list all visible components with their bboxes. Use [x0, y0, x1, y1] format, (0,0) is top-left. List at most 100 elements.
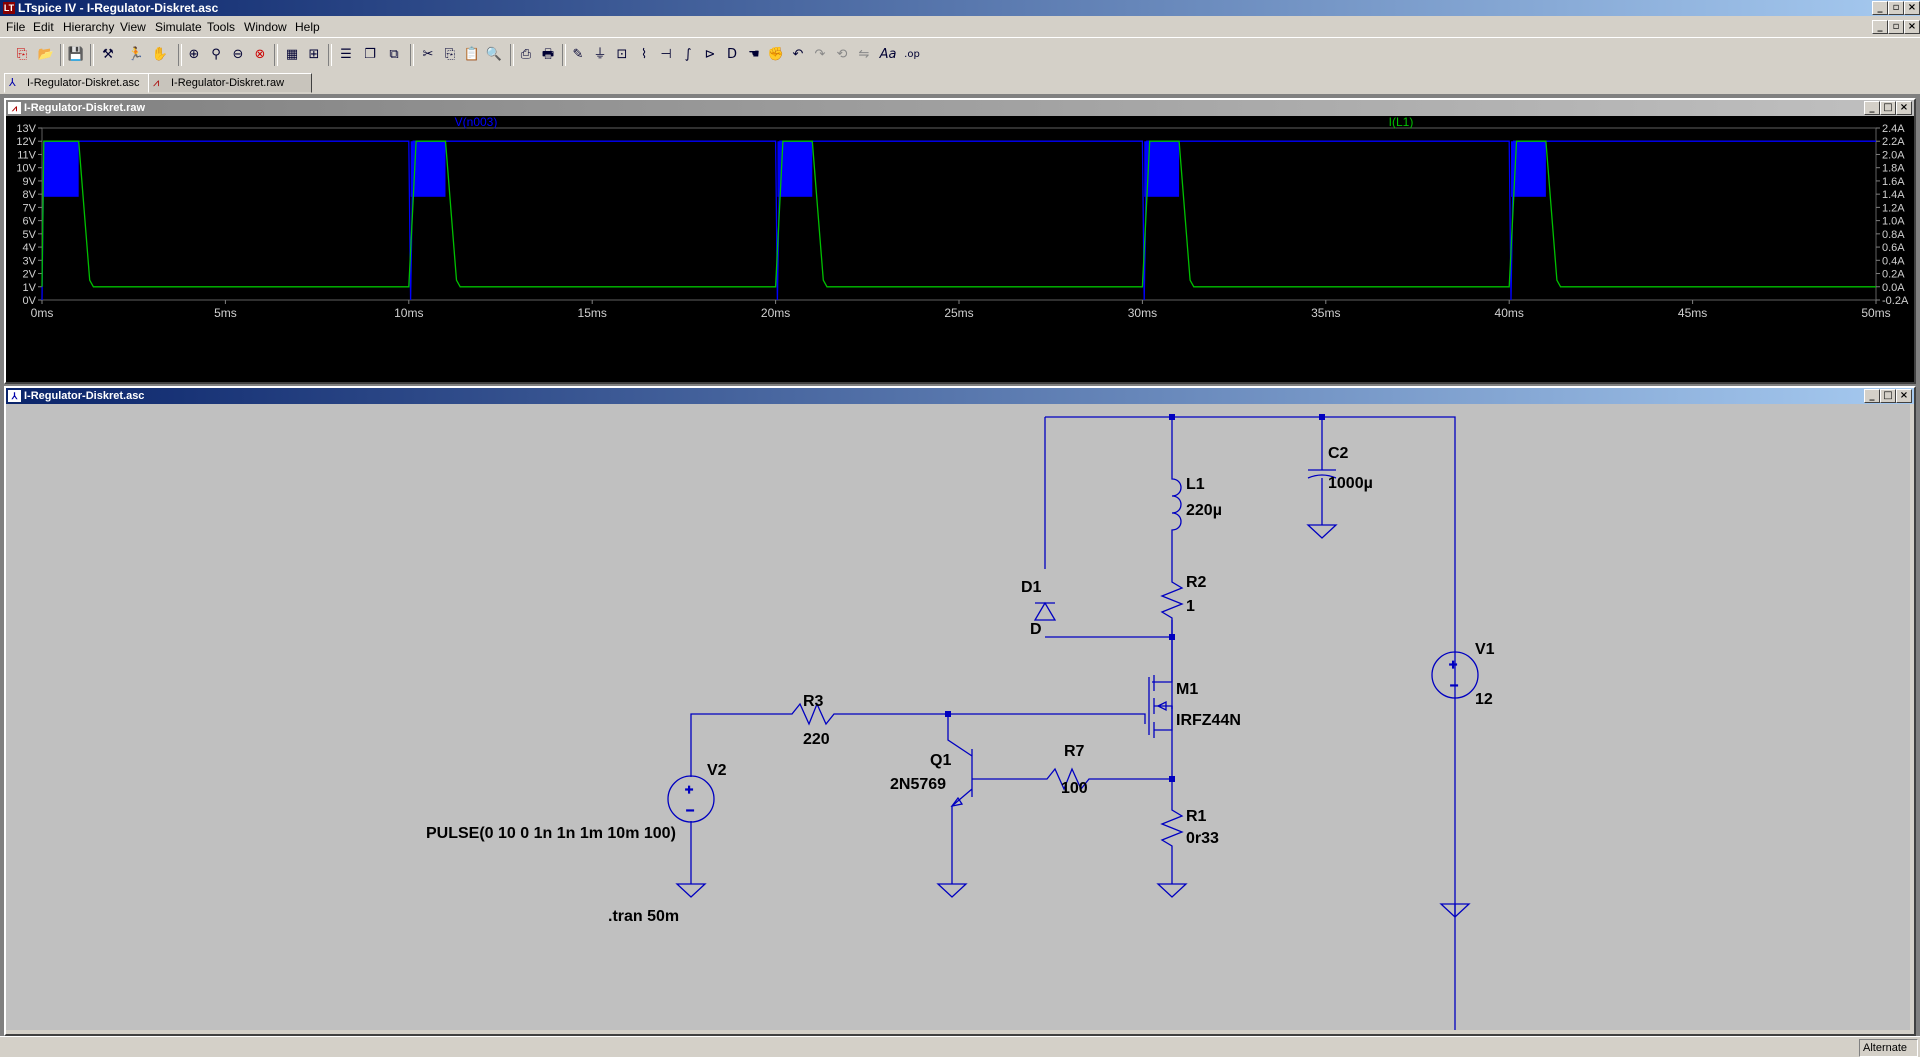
paste-icon[interactable]: 📋 — [463, 47, 481, 62]
resistor-r1[interactable] — [1160, 795, 1184, 884]
restore-button[interactable]: ▫ — [1888, 1, 1904, 15]
wire-top-rail[interactable] — [1045, 416, 1456, 1030]
minimize-button[interactable]: _ — [1872, 1, 1888, 15]
zoom-out-icon[interactable]: ⊖ — [232, 47, 244, 62]
v1-name-label[interactable]: V1 — [1475, 641, 1495, 658]
menu-simulate[interactable]: Simulate — [155, 20, 202, 34]
label-net-icon[interactable]: ⊡ — [616, 47, 628, 62]
mdi-restore-button[interactable]: ▫ — [1888, 20, 1904, 34]
tile-horizontal-icon[interactable]: ☰ — [340, 47, 352, 62]
zoom-fit-icon[interactable]: ⊗ — [254, 47, 266, 62]
run-icon[interactable]: 🏃 — [127, 47, 145, 62]
v1-value-label[interactable]: 12 — [1475, 691, 1493, 708]
diode-icon[interactable]: ⊳ — [704, 47, 716, 62]
menu-window[interactable]: Window — [244, 20, 287, 34]
r3-name-label[interactable]: R3 — [803, 693, 824, 710]
zoom-in-icon[interactable]: ⊕ — [188, 47, 200, 62]
capacitor-c2[interactable] — [1307, 417, 1337, 525]
component-icon[interactable]: D — [726, 47, 737, 62]
r2-value-label[interactable]: 1 — [1186, 598, 1195, 615]
cut-icon[interactable]: ✂ — [422, 47, 434, 62]
m1-name-label[interactable]: M1 — [1176, 681, 1198, 698]
mirror-icon[interactable]: ⇋ — [858, 47, 870, 62]
l1-value-label[interactable]: 220µ — [1186, 502, 1222, 519]
d1-name-label[interactable]: D1 — [1021, 579, 1042, 596]
wire-gate[interactable] — [690, 702, 1146, 767]
new-schematic-icon[interactable]: ⎘ — [16, 47, 28, 62]
spice-directive-tran[interactable]: .tran 50m — [608, 908, 679, 925]
resistor-r2[interactable] — [1160, 569, 1184, 709]
drag-icon[interactable]: ✊ — [767, 47, 785, 62]
open-icon[interactable]: 📂 — [37, 47, 55, 62]
menu-edit[interactable]: Edit — [33, 20, 54, 34]
menu-help[interactable]: Help — [295, 20, 320, 34]
waveform-plot[interactable]: 13V12V11V10V9V8V7V6V5V4V3V2V1V0V2.4A2.2A… — [6, 116, 1914, 382]
voltage-source-v2[interactable] — [667, 775, 715, 823]
minimize-button[interactable]: _ — [1864, 389, 1880, 403]
redo-icon[interactable]: ↷ — [814, 47, 826, 62]
d1-value-label[interactable]: D — [1030, 621, 1042, 638]
menu-file[interactable]: File — [6, 20, 26, 34]
r2-name-label[interactable]: R2 — [1186, 574, 1207, 591]
copy-icon[interactable]: ⎘ — [444, 47, 456, 62]
toolbar-separator — [410, 44, 414, 66]
print-preview-icon[interactable]: ⎙ — [520, 47, 532, 62]
inductor-l1[interactable] — [1171, 417, 1182, 569]
inductor-icon[interactable]: ∫ — [684, 47, 692, 62]
cascade-icon[interactable]: ❐ — [364, 47, 376, 62]
r3-value-label[interactable]: 220 — [803, 731, 830, 748]
r1-value-label[interactable]: 0r33 — [1186, 830, 1219, 847]
mosfet-m1[interactable] — [1148, 637, 1173, 795]
menu-tools[interactable]: Tools — [207, 20, 236, 34]
c2-name-label[interactable]: C2 — [1328, 445, 1349, 462]
mdi-close-button[interactable]: × — [1904, 20, 1920, 34]
menu-hierarchy[interactable]: Hierarchy — [63, 20, 115, 34]
menu-view[interactable]: View — [120, 20, 146, 34]
text-icon[interactable]: Aa — [879, 47, 897, 62]
v2-value-label[interactable]: PULSE(0 10 0 1n 1n 1m 10m 100) — [426, 825, 676, 842]
pan-icon[interactable]: ⚲ — [211, 47, 221, 62]
close-button[interactable]: × — [1896, 101, 1912, 115]
control-panel-icon[interactable]: ⚒ — [102, 47, 114, 62]
draw-wire-icon[interactable]: ✎ — [572, 47, 584, 62]
r7-value-label[interactable]: 100 — [1061, 780, 1088, 797]
trace-current[interactable] — [41, 140, 1876, 288]
maximize-button[interactable]: □ — [1880, 389, 1896, 403]
r7-name-label[interactable]: R7 — [1064, 743, 1085, 760]
close-button[interactable]: × — [1904, 1, 1920, 15]
trace-label[interactable]: I(L1) — [1389, 116, 1414, 129]
print-icon[interactable]: 🖶 — [541, 47, 555, 62]
rotate-icon[interactable]: ⟲ — [836, 47, 848, 62]
move-icon[interactable]: ☚ — [748, 47, 760, 62]
cursor-icon[interactable]: ⊞ — [308, 47, 320, 62]
save-icon[interactable]: 💾 — [67, 47, 85, 62]
autorange-icon[interactable]: ▦ — [285, 47, 299, 62]
tab-waveform[interactable]: ⩘ I-Regulator-Diskret.raw — [148, 73, 312, 93]
halt-icon[interactable]: ✋ — [151, 47, 169, 62]
spice-directive-icon[interactable]: .op — [904, 49, 920, 60]
minimize-button[interactable]: _ — [1864, 101, 1880, 115]
m1-value-label[interactable]: IRFZ44N — [1176, 712, 1241, 729]
ground-q1 — [936, 883, 968, 898]
resistor-icon[interactable]: ⌇ — [640, 47, 648, 62]
q1-name-label[interactable]: Q1 — [930, 752, 951, 769]
tab-schematic[interactable]: ⅄ I-Regulator-Diskret.asc — [4, 73, 154, 93]
tile-vertical-icon[interactable]: ⧉ — [389, 47, 399, 62]
diode-d1[interactable] — [1033, 601, 1057, 621]
close-button[interactable]: × — [1896, 389, 1912, 403]
find-icon[interactable]: 🔍 — [485, 47, 503, 62]
r1-name-label[interactable]: R1 — [1186, 808, 1207, 825]
ground-icon[interactable]: ⏚ — [593, 47, 607, 62]
undo-icon[interactable]: ↶ — [792, 47, 804, 62]
transistor-q1[interactable] — [947, 714, 1172, 884]
l1-name-label[interactable]: L1 — [1186, 476, 1205, 493]
maximize-button[interactable]: □ — [1880, 101, 1896, 115]
trace-label[interactable]: V(n003) — [455, 116, 498, 129]
schematic-canvas[interactable]: + − + − C2 1000µ L1 220µ D1 D R2 1 — [6, 404, 1910, 1030]
q1-value-label[interactable]: 2N5769 — [890, 776, 946, 793]
c2-value-label[interactable]: 1000µ — [1328, 475, 1373, 492]
capacitor-icon[interactable]: ⊣ — [660, 47, 672, 62]
v2-name-label[interactable]: V2 — [707, 762, 727, 779]
mdi-minimize-button[interactable]: _ — [1872, 20, 1888, 34]
voltage-source-v1[interactable] — [1431, 651, 1479, 699]
